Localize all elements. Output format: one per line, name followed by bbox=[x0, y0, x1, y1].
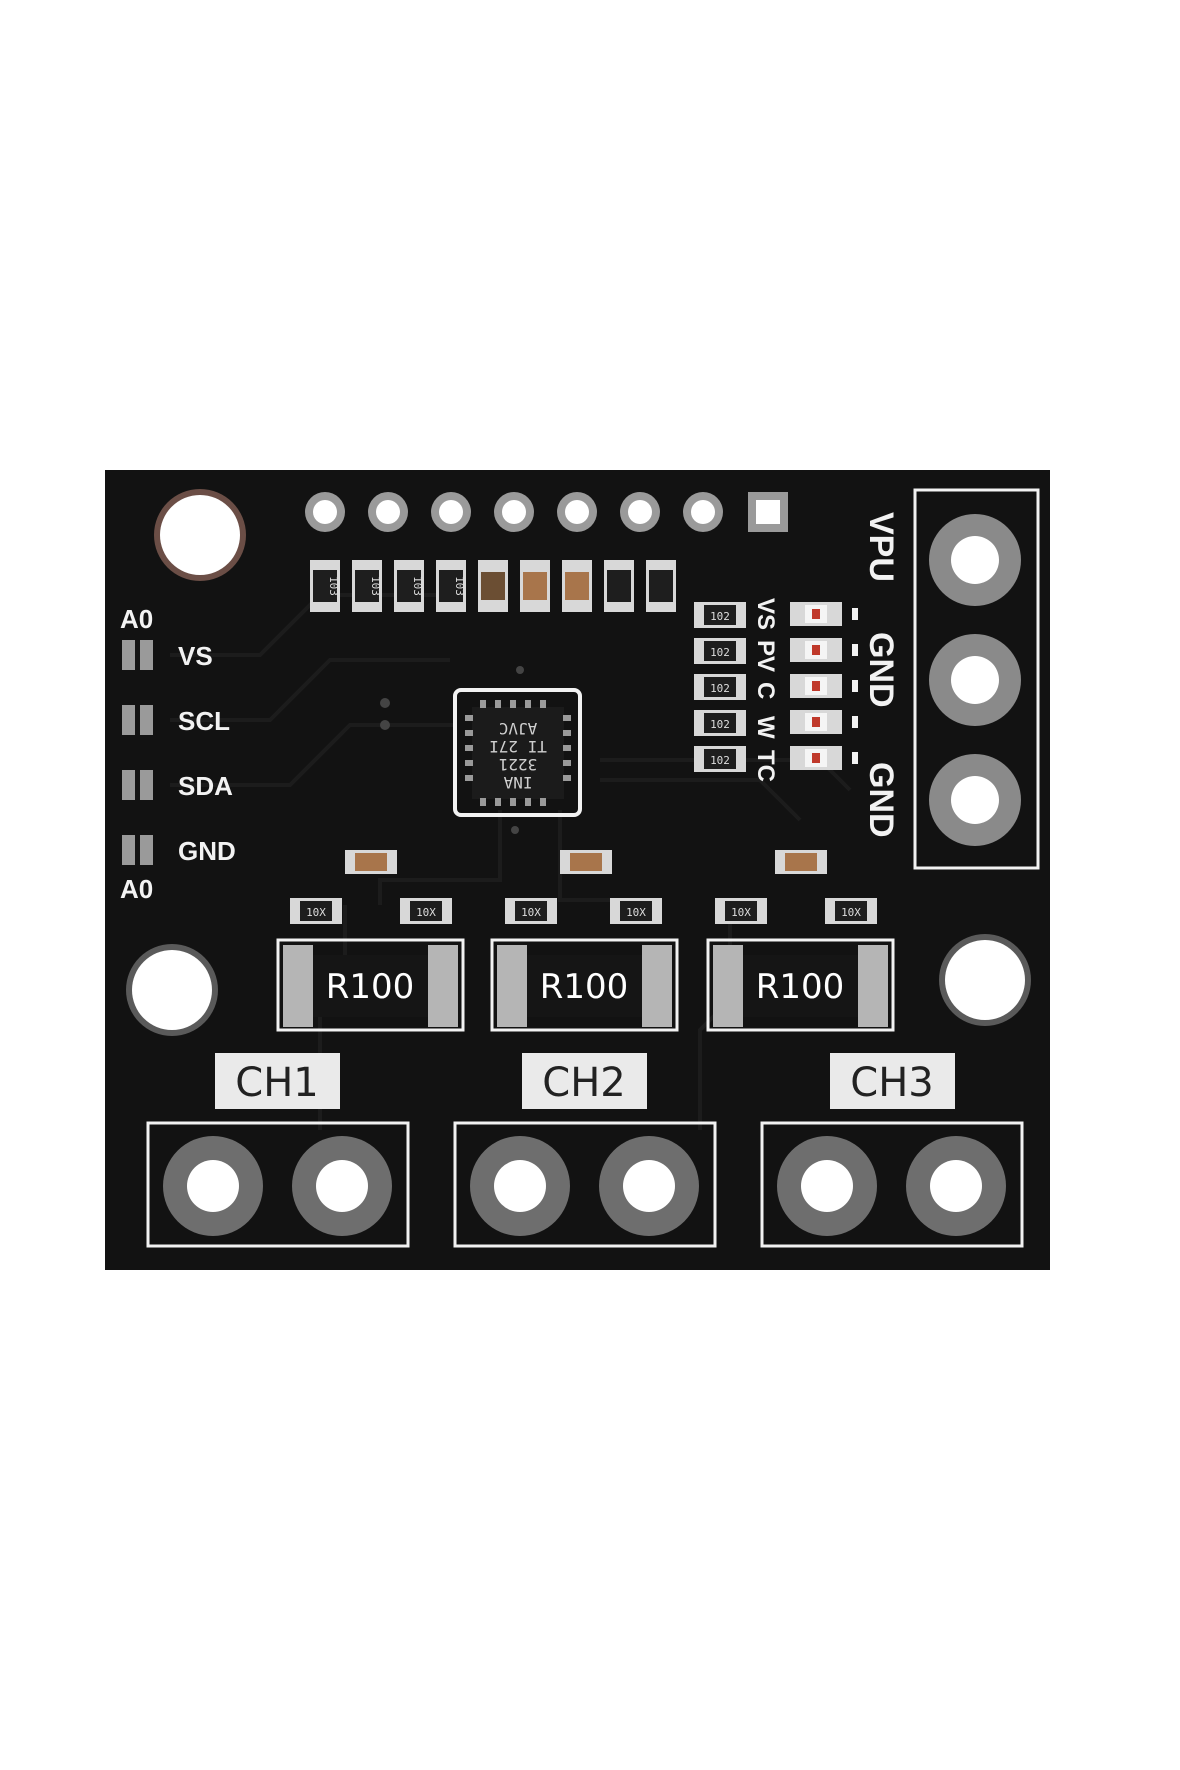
resistor-103: 103 bbox=[436, 560, 466, 612]
resistor-code: 103 bbox=[327, 576, 340, 596]
led-resistor-code: 102 bbox=[710, 682, 730, 695]
resistor bbox=[646, 560, 676, 612]
shunt-resistor-3: R100 bbox=[706, 938, 895, 1032]
channel-text: CH3 bbox=[850, 1060, 933, 1106]
mounting-holes bbox=[126, 489, 1031, 1036]
resistor-code: 103 bbox=[369, 576, 382, 596]
channel-text: CH2 bbox=[542, 1060, 625, 1106]
led-label-w: W bbox=[752, 716, 779, 739]
vias bbox=[380, 666, 524, 834]
resistor bbox=[604, 560, 634, 612]
label-a0-bottom: A0 bbox=[120, 874, 153, 904]
led-resistor-code: 102 bbox=[710, 646, 730, 659]
led-label-tc: TC bbox=[752, 750, 779, 782]
filter-resistor-code: 10X bbox=[306, 906, 326, 919]
label-gnd-right-2: GND bbox=[862, 762, 900, 838]
led-resistor-code: 102 bbox=[710, 718, 730, 731]
resistor-code: 103 bbox=[411, 576, 424, 596]
shunt-capacitors bbox=[345, 850, 827, 874]
filter-resistors: 10X 10X 10X 10X 10X 10X bbox=[290, 898, 877, 924]
chip-line-3: TI 27I bbox=[489, 737, 547, 756]
label-vpu: VPU bbox=[862, 512, 900, 582]
shunt-resistor-2: R100 bbox=[490, 938, 679, 1032]
led-resistor-code: 102 bbox=[710, 610, 730, 623]
label-scl: SCL bbox=[178, 706, 230, 736]
status-leds bbox=[790, 602, 858, 770]
label-gnd-left: GND bbox=[178, 836, 236, 866]
chip-line-2: 3221 bbox=[499, 755, 538, 774]
top-resistor-row: 103 103 103 103 bbox=[310, 560, 676, 612]
capacitor bbox=[562, 560, 592, 612]
shunt-label: R100 bbox=[326, 967, 415, 1007]
channel-label-ch3: CH3 bbox=[830, 1053, 955, 1109]
led-resistor-code: 102 bbox=[710, 754, 730, 767]
shunt-label: R100 bbox=[756, 967, 845, 1007]
led-label-vs: VS bbox=[752, 598, 779, 630]
label-vs: VS bbox=[178, 641, 213, 671]
channel-terminals bbox=[146, 1121, 1024, 1248]
resistor-code: 103 bbox=[453, 576, 466, 596]
led-label-pv: PV bbox=[752, 640, 779, 672]
filter-resistor-code: 10X bbox=[521, 906, 541, 919]
shunt-resistor-1: R100 bbox=[276, 938, 465, 1032]
led-label-c: C bbox=[752, 682, 779, 699]
resistor-103: 103 bbox=[352, 560, 382, 612]
channel-label-ch1: CH1 bbox=[215, 1053, 340, 1109]
label-a0-top: A0 bbox=[120, 604, 153, 634]
resistor-103: 103 bbox=[310, 560, 340, 612]
filter-resistor-code: 10X bbox=[626, 906, 646, 919]
filter-resistor-code: 10X bbox=[841, 906, 861, 919]
led-resistors: 102 102 102 102 102 bbox=[694, 602, 746, 772]
label-sda: SDA bbox=[178, 771, 233, 801]
filter-resistor-code: 10X bbox=[416, 906, 436, 919]
capacitor bbox=[520, 560, 550, 612]
channel-label-ch2: CH2 bbox=[522, 1053, 647, 1109]
capacitor bbox=[478, 560, 508, 612]
right-header-pins bbox=[929, 514, 1021, 846]
left-jumpers bbox=[122, 640, 153, 865]
right-header-outline bbox=[913, 488, 1040, 870]
resistor-103: 103 bbox=[394, 560, 424, 612]
shunt-label: R100 bbox=[540, 967, 629, 1007]
label-gnd-right-1: GND bbox=[862, 632, 900, 708]
channel-text: CH1 bbox=[235, 1060, 318, 1106]
chip-line-1: INA bbox=[503, 773, 532, 792]
ina3221-chip: INA 3221 TI 27I AJVC bbox=[453, 688, 582, 817]
filter-resistor-code: 10X bbox=[731, 906, 751, 919]
top-header-pins bbox=[305, 492, 788, 532]
chip-line-4: AJVC bbox=[499, 719, 538, 738]
